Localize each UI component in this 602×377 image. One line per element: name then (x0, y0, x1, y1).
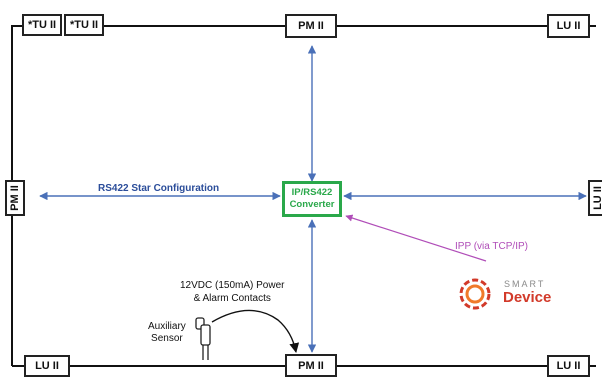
logo-device-text: Device (503, 289, 552, 306)
lu-node-right-mid: LU II (588, 180, 602, 216)
lu-node-bottom-right: LU II (547, 355, 590, 377)
rs422-star-label: RS422 Star Configuration (98, 183, 220, 194)
arrow-power-curve (211, 309, 300, 353)
tu-node-right: *TU II (64, 14, 104, 36)
power-label-line1: 12VDC (150mA) Power (180, 280, 285, 291)
aux-label-line2: Sensor (151, 333, 183, 344)
arrow-ipp (345, 214, 487, 262)
tu-node-left: *TU II (22, 14, 62, 36)
power-alarm-label: 12VDC (150mA) Power & Alarm Contacts (180, 279, 284, 305)
power-label-line2: & Alarm Contacts (193, 293, 271, 304)
pm-node-bottom: PM II (285, 354, 337, 377)
ipp-label: IPP (via TCP/IP) (455, 241, 528, 252)
auxiliary-sensor-label: Auxiliary Sensor (148, 321, 186, 345)
smart-device-logo-icon (459, 278, 491, 310)
converter-label-line1: IP/RS422 (291, 187, 333, 198)
pm-node-top: PM II (285, 14, 337, 38)
auxiliary-sensor-icon (195, 317, 211, 360)
bus-top-left (11, 25, 22, 180)
pm-node-left: PM II (5, 180, 25, 216)
lu-node-bottom-left: LU II (24, 355, 70, 377)
converter-label-line2: Converter (289, 199, 335, 210)
lu-node-top-right: LU II (547, 14, 590, 38)
logo-smart-text: SMART (504, 279, 546, 289)
aux-label-line1: Auxiliary (148, 321, 186, 332)
ip-rs422-converter: IP/RS422 Converter (282, 181, 342, 217)
